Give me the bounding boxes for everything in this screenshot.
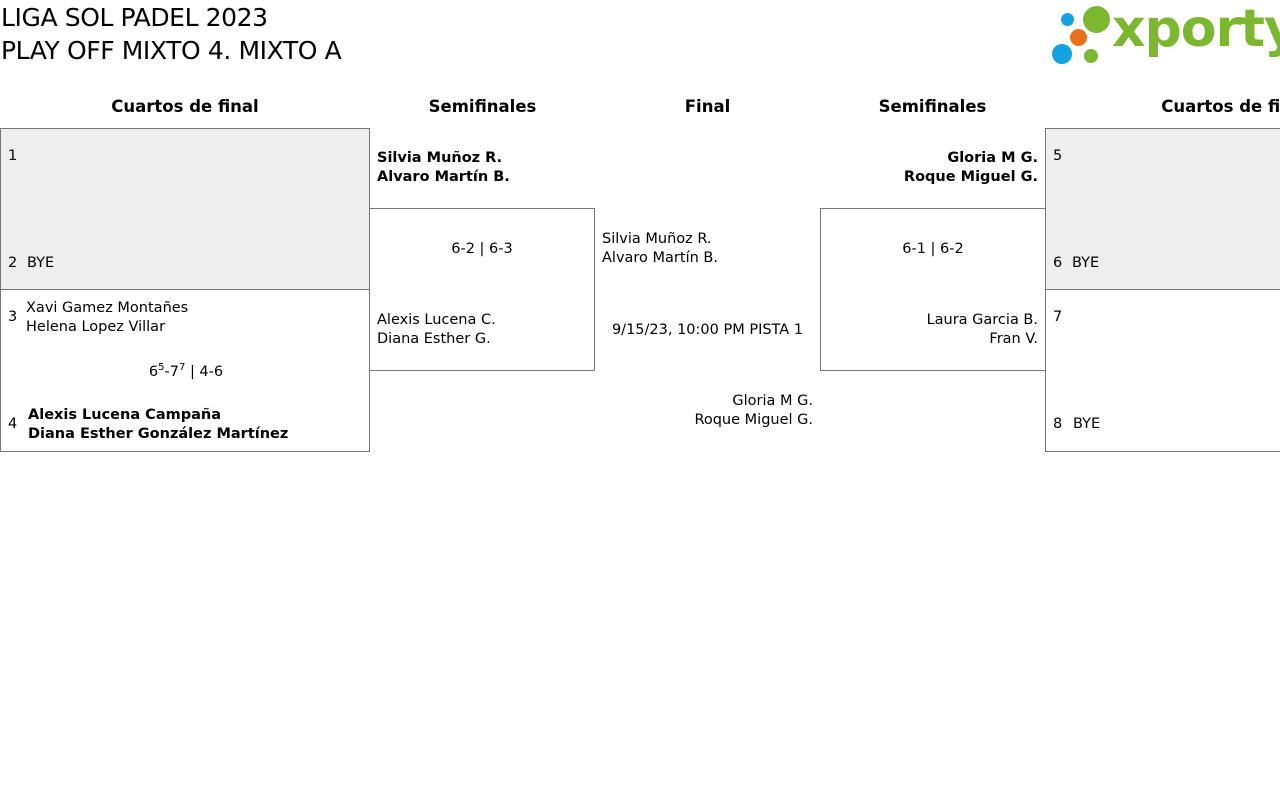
left-quarter-match-2: 3 Xavi Gamez Montañes Helena Lopez Villa… [0,289,370,452]
match-score: 6-2 | 6-3 [451,241,513,257]
player-name: Alexis Lucena C. [377,312,496,328]
page-title: LIGA SOL PADEL 2023 [1,3,268,32]
player-name: Helena Lopez Villar [26,319,166,335]
seed-number: 4 [8,416,18,432]
winner-name: Alexis Lucena Campaña [28,407,221,423]
seed-number: 6 [1053,255,1063,271]
round-header-left-semi: Semifinales [428,97,537,116]
logo-dot-orange [1070,29,1087,46]
match-score: 65-77 | 4-6 [148,362,224,380]
seed-number: 5 [1053,148,1063,164]
player-name: Diana Esther G. [377,331,491,347]
match-score: 6-1 | 6-2 [902,241,964,257]
winner-name: Alvaro Martín B. [377,169,510,185]
player-name: Laura Garcia B. [926,312,1038,328]
winner-name: Roque Miguel G. [903,169,1038,185]
logo-dot-green [1083,6,1110,33]
player-name: Xavi Gamez Montañes [26,300,189,316]
logo-text: xporty [1112,0,1280,59]
player-name: Roque Miguel G. [694,412,813,428]
logo-dot-blue [1061,13,1074,26]
winner-name: Silvia Muñoz R. [377,150,503,166]
left-quarter-match-1: 1 2 BYE [0,128,370,290]
logo-dot-blue-large [1052,44,1072,64]
player-name: Gloria M G. [732,393,813,409]
player-name: Alvaro Martín B. [602,250,718,266]
winner-name: Diana Esther González Martínez [28,426,289,442]
page-subtitle: PLAY OFF MIXTO 4. MIXTO A [1,36,342,65]
seed-number: 2 [8,255,18,271]
left-semi-match: 6-2 | 6-3 Alexis Lucena C. Diana Esther … [369,208,595,371]
player-name: Fran V. [989,331,1038,347]
bye-label: BYE [1073,416,1101,432]
logo-dot-green-small [1084,49,1098,63]
bye-label: BYE [27,255,55,271]
seed-number: 8 [1053,416,1063,432]
match-schedule: 9/15/23, 10:00 PM PISTA 1 [611,322,804,338]
right-quarter-match-2: 7 8 BYE [1045,289,1280,452]
seed-number: 3 [8,309,18,325]
seed-number: 7 [1053,309,1063,325]
round-header-left-quarter: Cuartos de final [111,97,259,116]
round-header-right-quarter: Cuartos de final [1161,97,1280,116]
right-quarter-match-1: 5 6 BYE [1045,128,1280,290]
winner-name: Gloria M G. [947,150,1038,166]
round-header-final: Final [684,97,731,116]
right-semi-match: 6-1 | 6-2 Laura Garcia B. Fran V. [820,208,1046,371]
round-header-right-semi: Semifinales [878,97,987,116]
bye-label: BYE [1072,255,1100,271]
xporty-logo: xporty [1050,0,1280,68]
player-name: Silvia Muñoz R. [602,231,712,247]
seed-number: 1 [8,148,18,164]
